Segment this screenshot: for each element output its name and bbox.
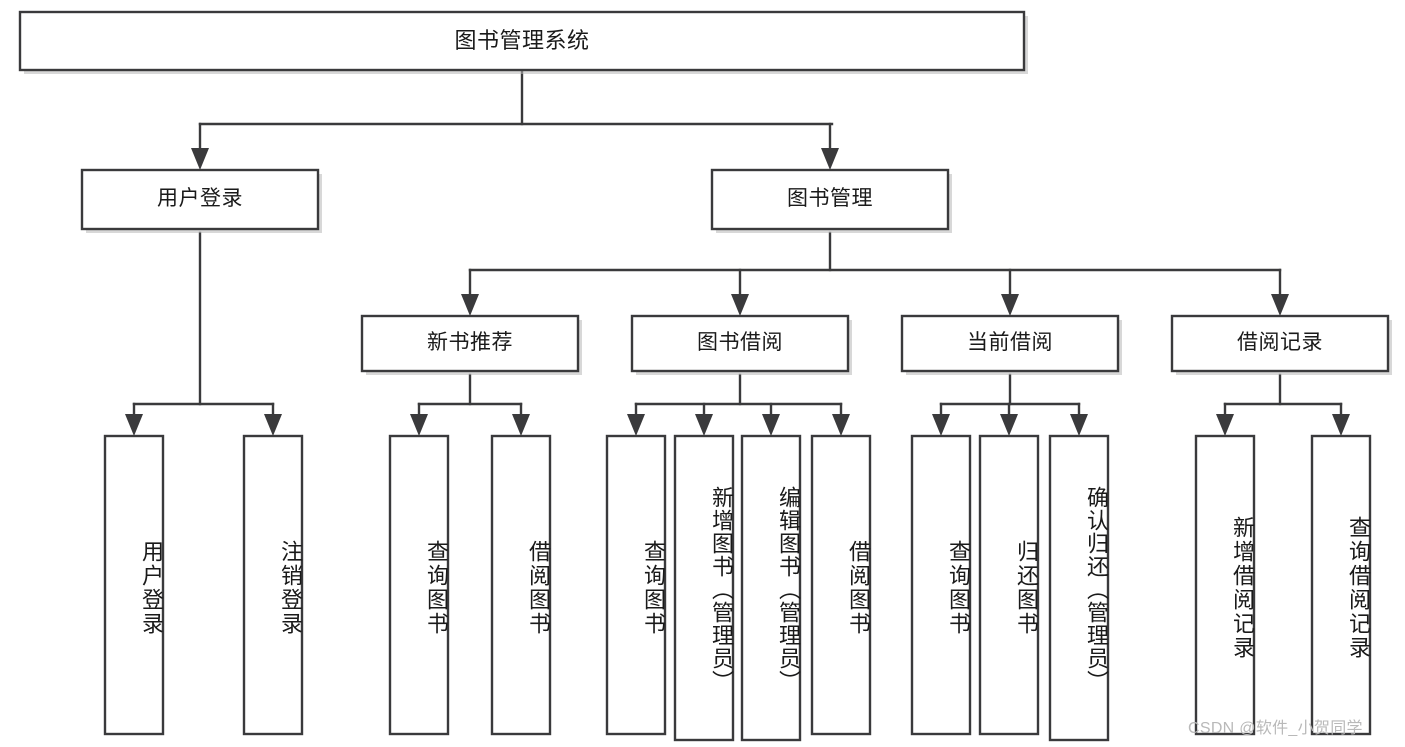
box-book-manage[interactable] <box>710 168 950 231</box>
connectors-book-manage-to-level3 <box>461 231 1289 316</box>
box-leaf-nb-borrow-book[interactable] <box>490 434 552 736</box>
arrowhead-leaf-nb-2 <box>512 414 530 436</box>
box-new-book[interactable] <box>360 314 580 373</box>
arrowhead-leaf-br-2 <box>1332 414 1350 436</box>
arrowhead-book-borrow <box>731 294 749 316</box>
node-boxes <box>18 10 1392 742</box>
box-leaf-br-add-record[interactable] <box>1194 434 1256 736</box>
box-leaf-cb-query-book[interactable] <box>910 434 972 736</box>
box-book-borrow[interactable] <box>630 314 850 373</box>
box-leaf-user-login[interactable] <box>103 434 165 736</box>
box-leaf-nb-query-book[interactable] <box>388 434 450 736</box>
box-leaf-bb-query-book[interactable] <box>605 434 667 736</box>
box-leaf-br-query-record[interactable] <box>1310 434 1372 736</box>
connectors-current-borrow-to-leaves <box>932 373 1088 436</box>
box-leaf-logout[interactable] <box>242 434 304 736</box>
box-leaf-bb-add-book[interactable] <box>673 434 735 742</box>
box-leaf-cb-return-book[interactable] <box>978 434 1040 736</box>
arrowhead-leaf-cb-1 <box>932 414 950 436</box>
box-borrow-record[interactable] <box>1170 314 1390 373</box>
connectors-borrow-record-to-leaves <box>1216 373 1350 436</box>
connectors-root-to-level2 <box>191 68 839 170</box>
connectors-book-borrow-to-leaves <box>627 373 850 436</box>
box-leaf-bb-edit-book[interactable] <box>740 434 802 742</box>
arrowhead-leaf-bb-4 <box>832 414 850 436</box>
arrowhead-book-manage <box>821 148 839 170</box>
arrowhead-current-borrow <box>1001 294 1019 316</box>
csdn-watermark: CSDN @软件_小贺同学 <box>1188 720 1363 737</box>
box-root[interactable] <box>18 10 1026 72</box>
box-user-login[interactable] <box>80 168 320 231</box>
arrowhead-leaf-bb-1 <box>627 414 645 436</box>
arrowhead-leaf-cb-3 <box>1070 414 1088 436</box>
arrowhead-borrow-record <box>1271 294 1289 316</box>
arrowhead-leaf-user-login <box>125 414 143 436</box>
arrowhead-leaf-bb-3 <box>762 414 780 436</box>
box-leaf-bb-borrow-book[interactable] <box>810 434 872 736</box>
connectors-new-book-to-leaves <box>410 373 530 436</box>
arrowhead-new-book <box>461 294 479 316</box>
arrowhead-leaf-logout <box>264 414 282 436</box>
arrowhead-leaf-br-1 <box>1216 414 1234 436</box>
arrowhead-leaf-nb-1 <box>410 414 428 436</box>
connectors-user-login-to-leaves <box>125 231 282 436</box>
arrowhead-leaf-bb-2 <box>695 414 713 436</box>
box-leaf-cb-confirm-return[interactable] <box>1048 434 1110 742</box>
box-current-borrow[interactable] <box>900 314 1120 373</box>
arrowhead-user-login <box>191 148 209 170</box>
arrowhead-leaf-cb-2 <box>1000 414 1018 436</box>
